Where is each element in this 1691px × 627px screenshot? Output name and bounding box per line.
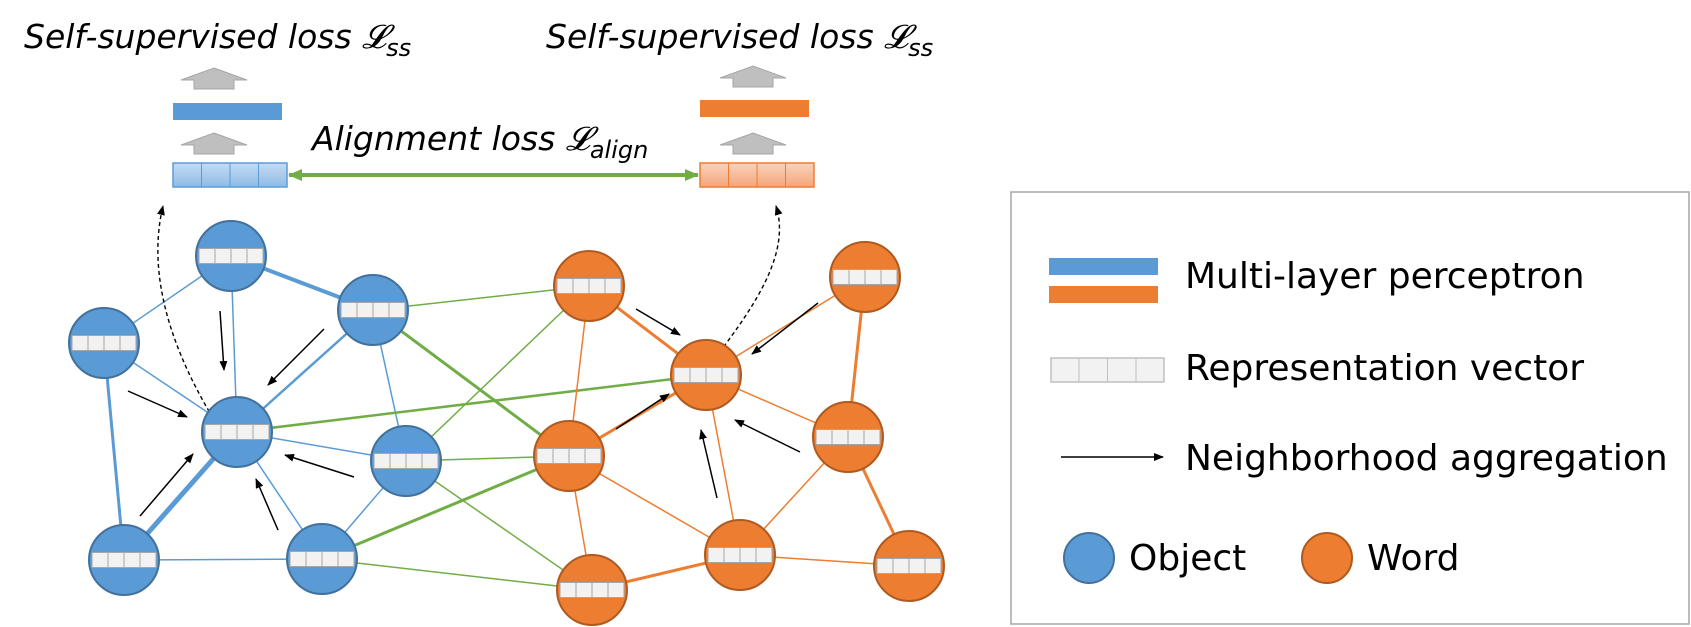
node-representation-vector (536, 448, 602, 464)
graph-edge (321, 454, 570, 561)
legend-mlp-blue-bar (1049, 258, 1158, 275)
aggregation-arrow (127, 390, 188, 418)
node-representation-vector (707, 547, 773, 563)
object-node (68, 307, 140, 379)
legend-mlp-label: Multi-layer perceptron (1185, 256, 1585, 297)
aggregation-arrow (219, 310, 228, 371)
node-representation-vector (204, 424, 270, 440)
object-representation-vector (172, 162, 288, 188)
graph-nodes (68, 220, 945, 626)
word-node (556, 554, 628, 626)
object-node (286, 523, 358, 595)
word-node (704, 519, 776, 591)
aggregation-arrow (267, 328, 325, 386)
aggregation-arrow (284, 453, 355, 478)
graph-edge (372, 308, 570, 458)
object-mlp-bar (173, 103, 282, 120)
node-representation-vector (91, 552, 157, 568)
aggregation-arrow (635, 308, 681, 336)
graph-edge (236, 373, 707, 434)
aggregation-arrow (255, 478, 279, 531)
graph-edge (372, 285, 590, 311)
aggregation-arrow (734, 419, 801, 453)
object-node (195, 220, 267, 292)
word-node (670, 339, 742, 411)
object-node (88, 524, 160, 596)
node-representation-vector (832, 269, 898, 285)
graph-edge (321, 558, 593, 591)
graph-edge (102, 342, 126, 561)
node-representation-vector (876, 558, 942, 574)
word-mlp-bar (700, 100, 809, 117)
ss-loss-label-left: Self-supervised loss 𝓛ss (24, 17, 411, 62)
word-node (829, 241, 901, 313)
dashed-readout-arrow (157, 205, 214, 419)
node-representation-vector (559, 582, 625, 598)
word-node (533, 420, 605, 492)
up-arrow-icon (719, 65, 787, 88)
aggregation-arrow (615, 393, 670, 430)
node-representation-vector (198, 248, 264, 264)
aggregation-arrows (127, 205, 819, 531)
node-representation-vector (673, 367, 739, 383)
aggregation-arrow (751, 302, 819, 355)
legend-word-label: Word (1367, 538, 1460, 579)
legend-object-label: Object (1129, 538, 1246, 579)
object-node (337, 274, 409, 346)
legend-rep-label: Representation vector (1185, 348, 1584, 389)
legend-representation-vector (1050, 357, 1165, 383)
aggregation-arrow (139, 453, 194, 517)
object-node (201, 396, 273, 468)
up-arrow-icon (180, 67, 248, 90)
graph-edge (405, 460, 593, 591)
node-representation-vector (340, 302, 406, 318)
node-representation-vector (373, 453, 439, 469)
node-representation-vector (71, 335, 137, 351)
up-arrow-icon (180, 132, 248, 155)
node-representation-vector (556, 278, 622, 294)
legend-word-circle-icon (1301, 532, 1353, 584)
ss-loss-label-right: Self-supervised loss 𝓛ss (546, 17, 933, 62)
graph-edge (405, 285, 590, 462)
up-arrow-icon (719, 132, 787, 155)
legend-object-circle-icon (1063, 532, 1115, 584)
word-node (873, 530, 945, 602)
node-representation-vector (289, 551, 355, 567)
node-representation-vector (815, 429, 881, 445)
legend-mlp-orange-bar (1049, 286, 1158, 303)
object-node (370, 425, 442, 497)
word-node (812, 401, 884, 473)
word-node (553, 250, 625, 322)
word-representation-vector (699, 162, 815, 188)
legend-agg-label: Neighborhood aggregation (1185, 438, 1668, 479)
aggregation-arrow (699, 429, 718, 499)
alignment-loss-label: Alignment loss 𝓛align (310, 119, 648, 164)
